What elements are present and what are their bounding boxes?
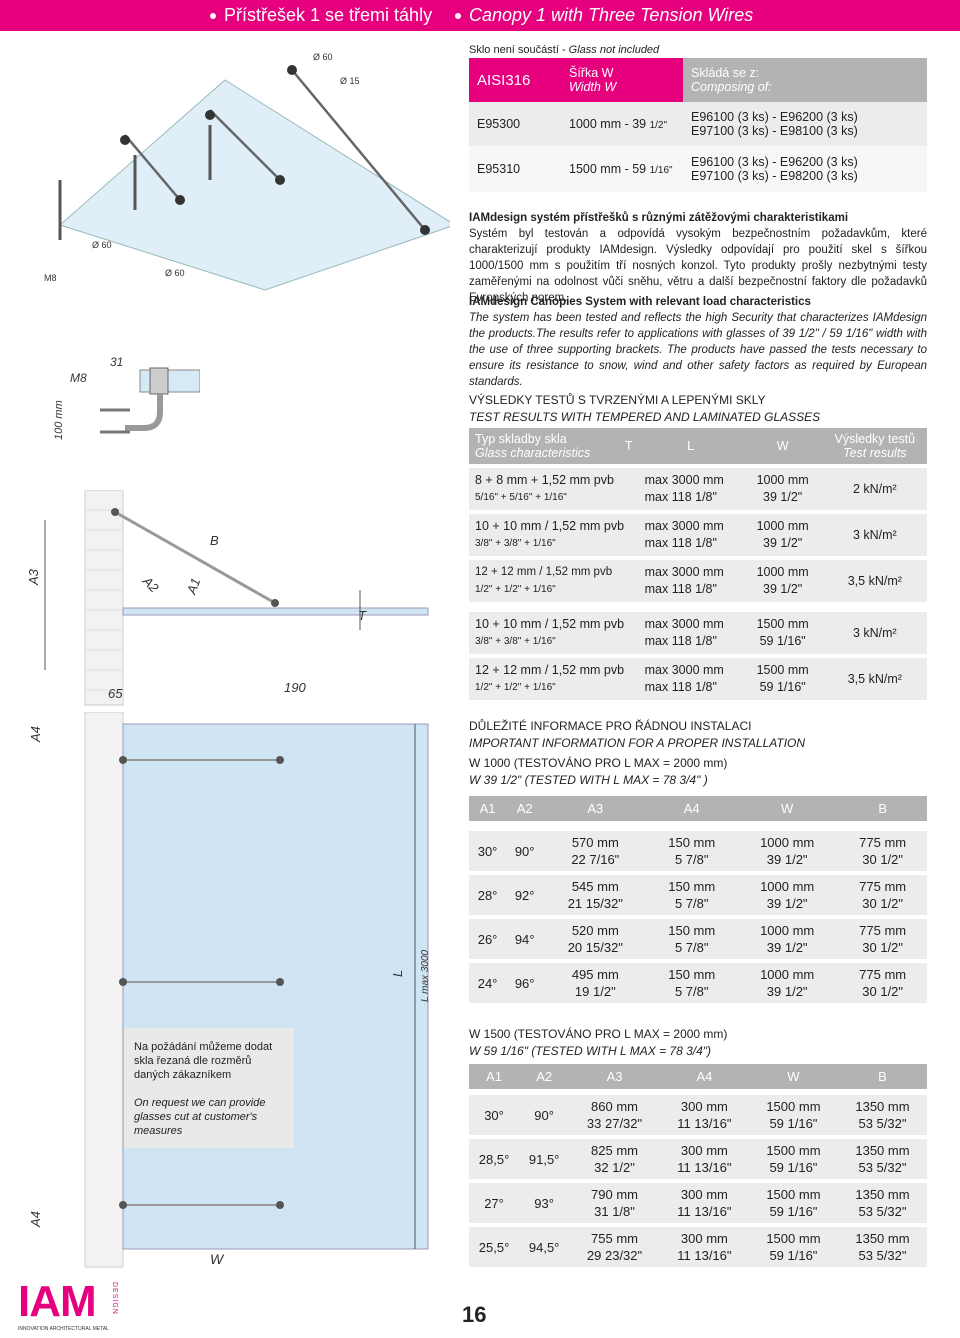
t-header: T bbox=[619, 428, 639, 464]
d60-bottom-label: Ø 60 bbox=[165, 268, 185, 278]
bracket-detail-drawing: M8 31 100 mm bbox=[53, 355, 200, 440]
b-label: B bbox=[210, 533, 219, 548]
m8-detail-label: M8 bbox=[70, 371, 87, 385]
composing-header: Skládá se z:Composing of: bbox=[683, 58, 927, 102]
product-width: 1500 mm - 59 1/16" bbox=[569, 162, 673, 176]
d60-top-label: Ø 60 bbox=[313, 52, 333, 62]
product-width: 1000 mm - 39 1/2" bbox=[569, 117, 668, 131]
a4-bottom-label: A4 bbox=[28, 1211, 43, 1228]
dim100-label: 100 mm bbox=[53, 400, 65, 440]
bullet-icon bbox=[455, 13, 461, 20]
product-parts: E96100 (3 ks) - E96200 (3 ks)E97100 (3 k… bbox=[691, 155, 858, 183]
product-code: E95300 bbox=[477, 117, 521, 131]
install-title: DŮLEŽITÉ INFORMACE PRO ŘÁDNOU INSTALACI … bbox=[469, 719, 806, 787]
product-parts: E96100 (3 ks) - E96200 (3 ks)E97100 (3 k… bbox=[691, 110, 858, 138]
d15-label: Ø 15 bbox=[340, 76, 360, 86]
description-en: IAMdesign Canopies System with relevant … bbox=[469, 296, 927, 388]
dim31-label: 31 bbox=[110, 355, 123, 369]
title-en: Canopy 1 with Three Tension Wires bbox=[455, 5, 753, 26]
lmax-label: L max 3000 bbox=[420, 949, 431, 1002]
l-header: L bbox=[638, 428, 743, 464]
canopy-perspective-drawing: Ø 60 Ø 15 Ø 60 Ø 60 M8 bbox=[44, 52, 450, 291]
plan-view-drawing: A4 A4 L L max 3000 W bbox=[28, 712, 431, 1268]
header-bar: Přístřešek 1 se třemi táhly Canopy 1 wit… bbox=[0, 0, 960, 31]
custom-cut-note: Na požádání můžeme dodat skla řezaná dle… bbox=[124, 1028, 294, 1148]
t-label: T bbox=[358, 608, 367, 623]
material-cell: AISI316 bbox=[469, 58, 561, 102]
l-label: L bbox=[390, 970, 405, 977]
m8-label: M8 bbox=[44, 273, 57, 283]
w-label: W bbox=[210, 1251, 225, 1267]
glass-note: Sklo není součástí - Glass not included bbox=[469, 44, 660, 56]
bullet-icon bbox=[210, 13, 216, 20]
page-number: 16 bbox=[462, 1302, 487, 1327]
title-cz: Přístřešek 1 se třemi táhly bbox=[210, 5, 432, 26]
dim65-label: 65 bbox=[108, 686, 123, 701]
results-title: VÝSLEDKY TESTŮ S TVRZENÝMI A LEPENÝMI SK… bbox=[469, 393, 821, 424]
dim190-label: 190 bbox=[284, 680, 306, 695]
d60-left-label: Ø 60 bbox=[92, 240, 112, 250]
iam-logo: IAM DESIGN INNOVATION ARCHITECTURAL META… bbox=[18, 1277, 118, 1333]
install-w1500-title: W 1500 (TESTOVÁNO PRO L MAX = 2000 mm) W… bbox=[469, 1027, 728, 1058]
a1-label: A1 bbox=[183, 576, 203, 597]
description-cz: IAMdesign systém přístřešků s různými zá… bbox=[469, 212, 927, 304]
a4-top-label: A4 bbox=[28, 726, 43, 743]
side-elevation-drawing: A3 A2 A1 B T 65 190 bbox=[26, 490, 429, 706]
w-header: W bbox=[742, 428, 823, 464]
a2-label: A2 bbox=[139, 573, 162, 596]
a3-label: A3 bbox=[26, 568, 41, 586]
product-code: E95310 bbox=[477, 162, 521, 176]
